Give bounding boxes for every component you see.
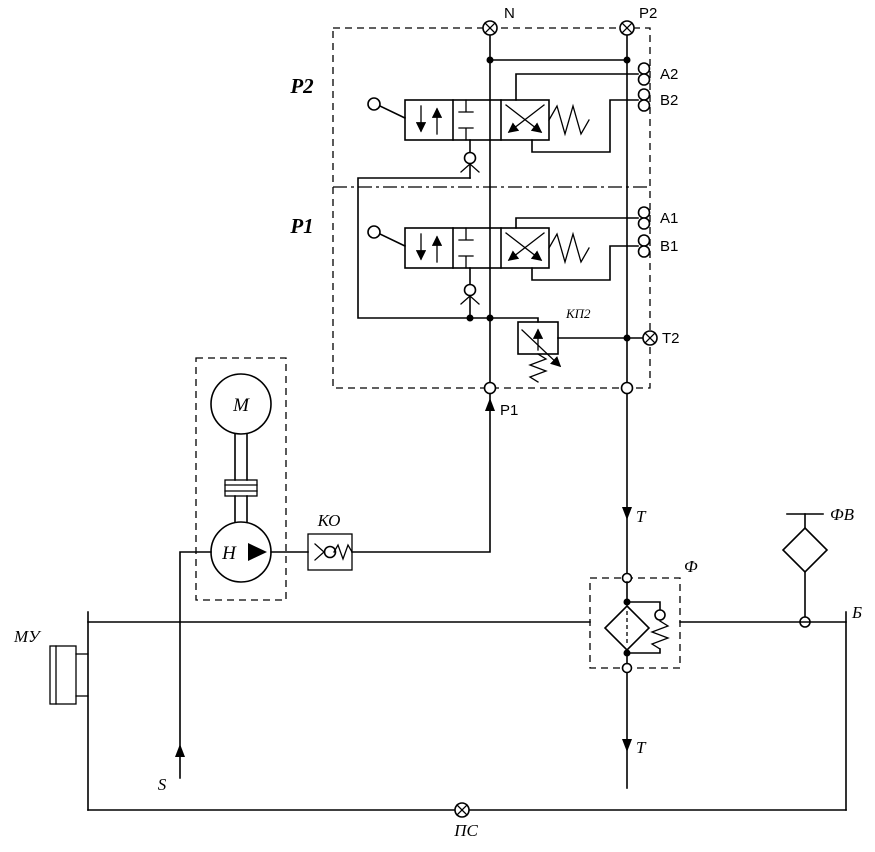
- filter-label: Ф: [684, 557, 698, 576]
- valve-block-boundary: [332, 27, 651, 389]
- section-p2-label: Р2: [289, 74, 314, 98]
- port-p2: P2: [619, 5, 657, 36]
- adjustment-arrow-icon: [521, 329, 562, 368]
- spring-icon: [548, 103, 590, 137]
- check-valve-label: КО: [317, 511, 341, 530]
- relief-valve-label: КП2: [565, 306, 591, 321]
- section-p1-label: Р1: [289, 214, 313, 238]
- return-line: [622, 34, 632, 789]
- flow-arrow-down-lower: [622, 739, 632, 752]
- lever-knob-icon: [367, 97, 381, 111]
- coupling-a1: A1: [637, 206, 678, 230]
- tank: Б МУ ПС: [13, 603, 862, 840]
- level-gauge-mu: МУ: [13, 627, 89, 705]
- bypass-valve-icon: [626, 601, 670, 654]
- a2-pipe: [515, 73, 639, 101]
- coupling-icon: [224, 479, 258, 497]
- port-p1-label: P1: [500, 402, 518, 419]
- port-n-label: N: [504, 5, 515, 22]
- breather-label: ФВ: [830, 505, 855, 524]
- port-n: N: [482, 5, 515, 36]
- directional-valve-p1: [367, 217, 639, 319]
- internal-gallery: [357, 177, 539, 323]
- enclosure-port-p: [483, 381, 497, 395]
- port-b1-label: B1: [660, 238, 678, 255]
- port-t2: T2: [642, 330, 680, 347]
- motor-pump-group: M Н: [195, 357, 309, 601]
- motor-label: M: [232, 395, 250, 416]
- return-t-label-upper: T: [636, 507, 647, 526]
- b2-pipe: [531, 99, 639, 153]
- port-p2-label: P2: [639, 5, 657, 22]
- lever-knob-icon: [367, 225, 381, 239]
- b1-pipe: [531, 245, 639, 281]
- flow-arrow-down-upper: [622, 507, 632, 520]
- suction-line: S: [158, 551, 212, 794]
- breather-fv: ФВ: [781, 505, 855, 628]
- motor-icon: [210, 373, 272, 435]
- check-valve-p1-icon: [460, 267, 480, 319]
- junction-dots: [466, 56, 631, 657]
- spring-icon: [333, 543, 353, 561]
- a1-pipe: [515, 217, 639, 229]
- pump-unit-boundary: [195, 357, 287, 601]
- port-b2-label: B2: [660, 92, 678, 109]
- enclosure-port-t: [620, 381, 634, 395]
- directional-valve-p2: [367, 73, 639, 179]
- port-t2-label: T2: [662, 330, 680, 347]
- coupling-b1: B1: [637, 234, 678, 258]
- pump-flow-triangle-icon: [248, 543, 267, 561]
- filter-boundary: [589, 577, 681, 669]
- relief-valve-kp2: КП2: [517, 306, 644, 383]
- spring-icon: [528, 353, 548, 383]
- supply-line: [351, 34, 495, 553]
- breather-diamond-icon: [781, 526, 829, 574]
- drain-label: ПС: [453, 821, 478, 840]
- check-valve-ko: КО: [307, 511, 353, 571]
- port-a1-label: A1: [660, 210, 678, 227]
- suction-label: S: [158, 775, 167, 794]
- port-a2-label: A2: [660, 66, 678, 83]
- return-t-label-lower: T: [636, 738, 647, 757]
- level-gauge-label: МУ: [13, 627, 42, 646]
- coupling-a2: A2: [637, 62, 678, 86]
- return-filter-f: Ф: [589, 557, 698, 674]
- drain-plug-ps: ПС: [453, 802, 478, 840]
- flow-arrow-up-p1: [485, 398, 495, 411]
- spring-icon: [548, 231, 590, 265]
- valve-block-enclosure: Р2 Р1: [289, 27, 651, 389]
- coupling-b2: B2: [637, 88, 678, 112]
- pump-label: Н: [221, 543, 237, 564]
- flow-arrow-up-suction: [175, 744, 185, 757]
- tank-label: Б: [851, 603, 862, 622]
- check-valve-p2-icon: [460, 139, 480, 179]
